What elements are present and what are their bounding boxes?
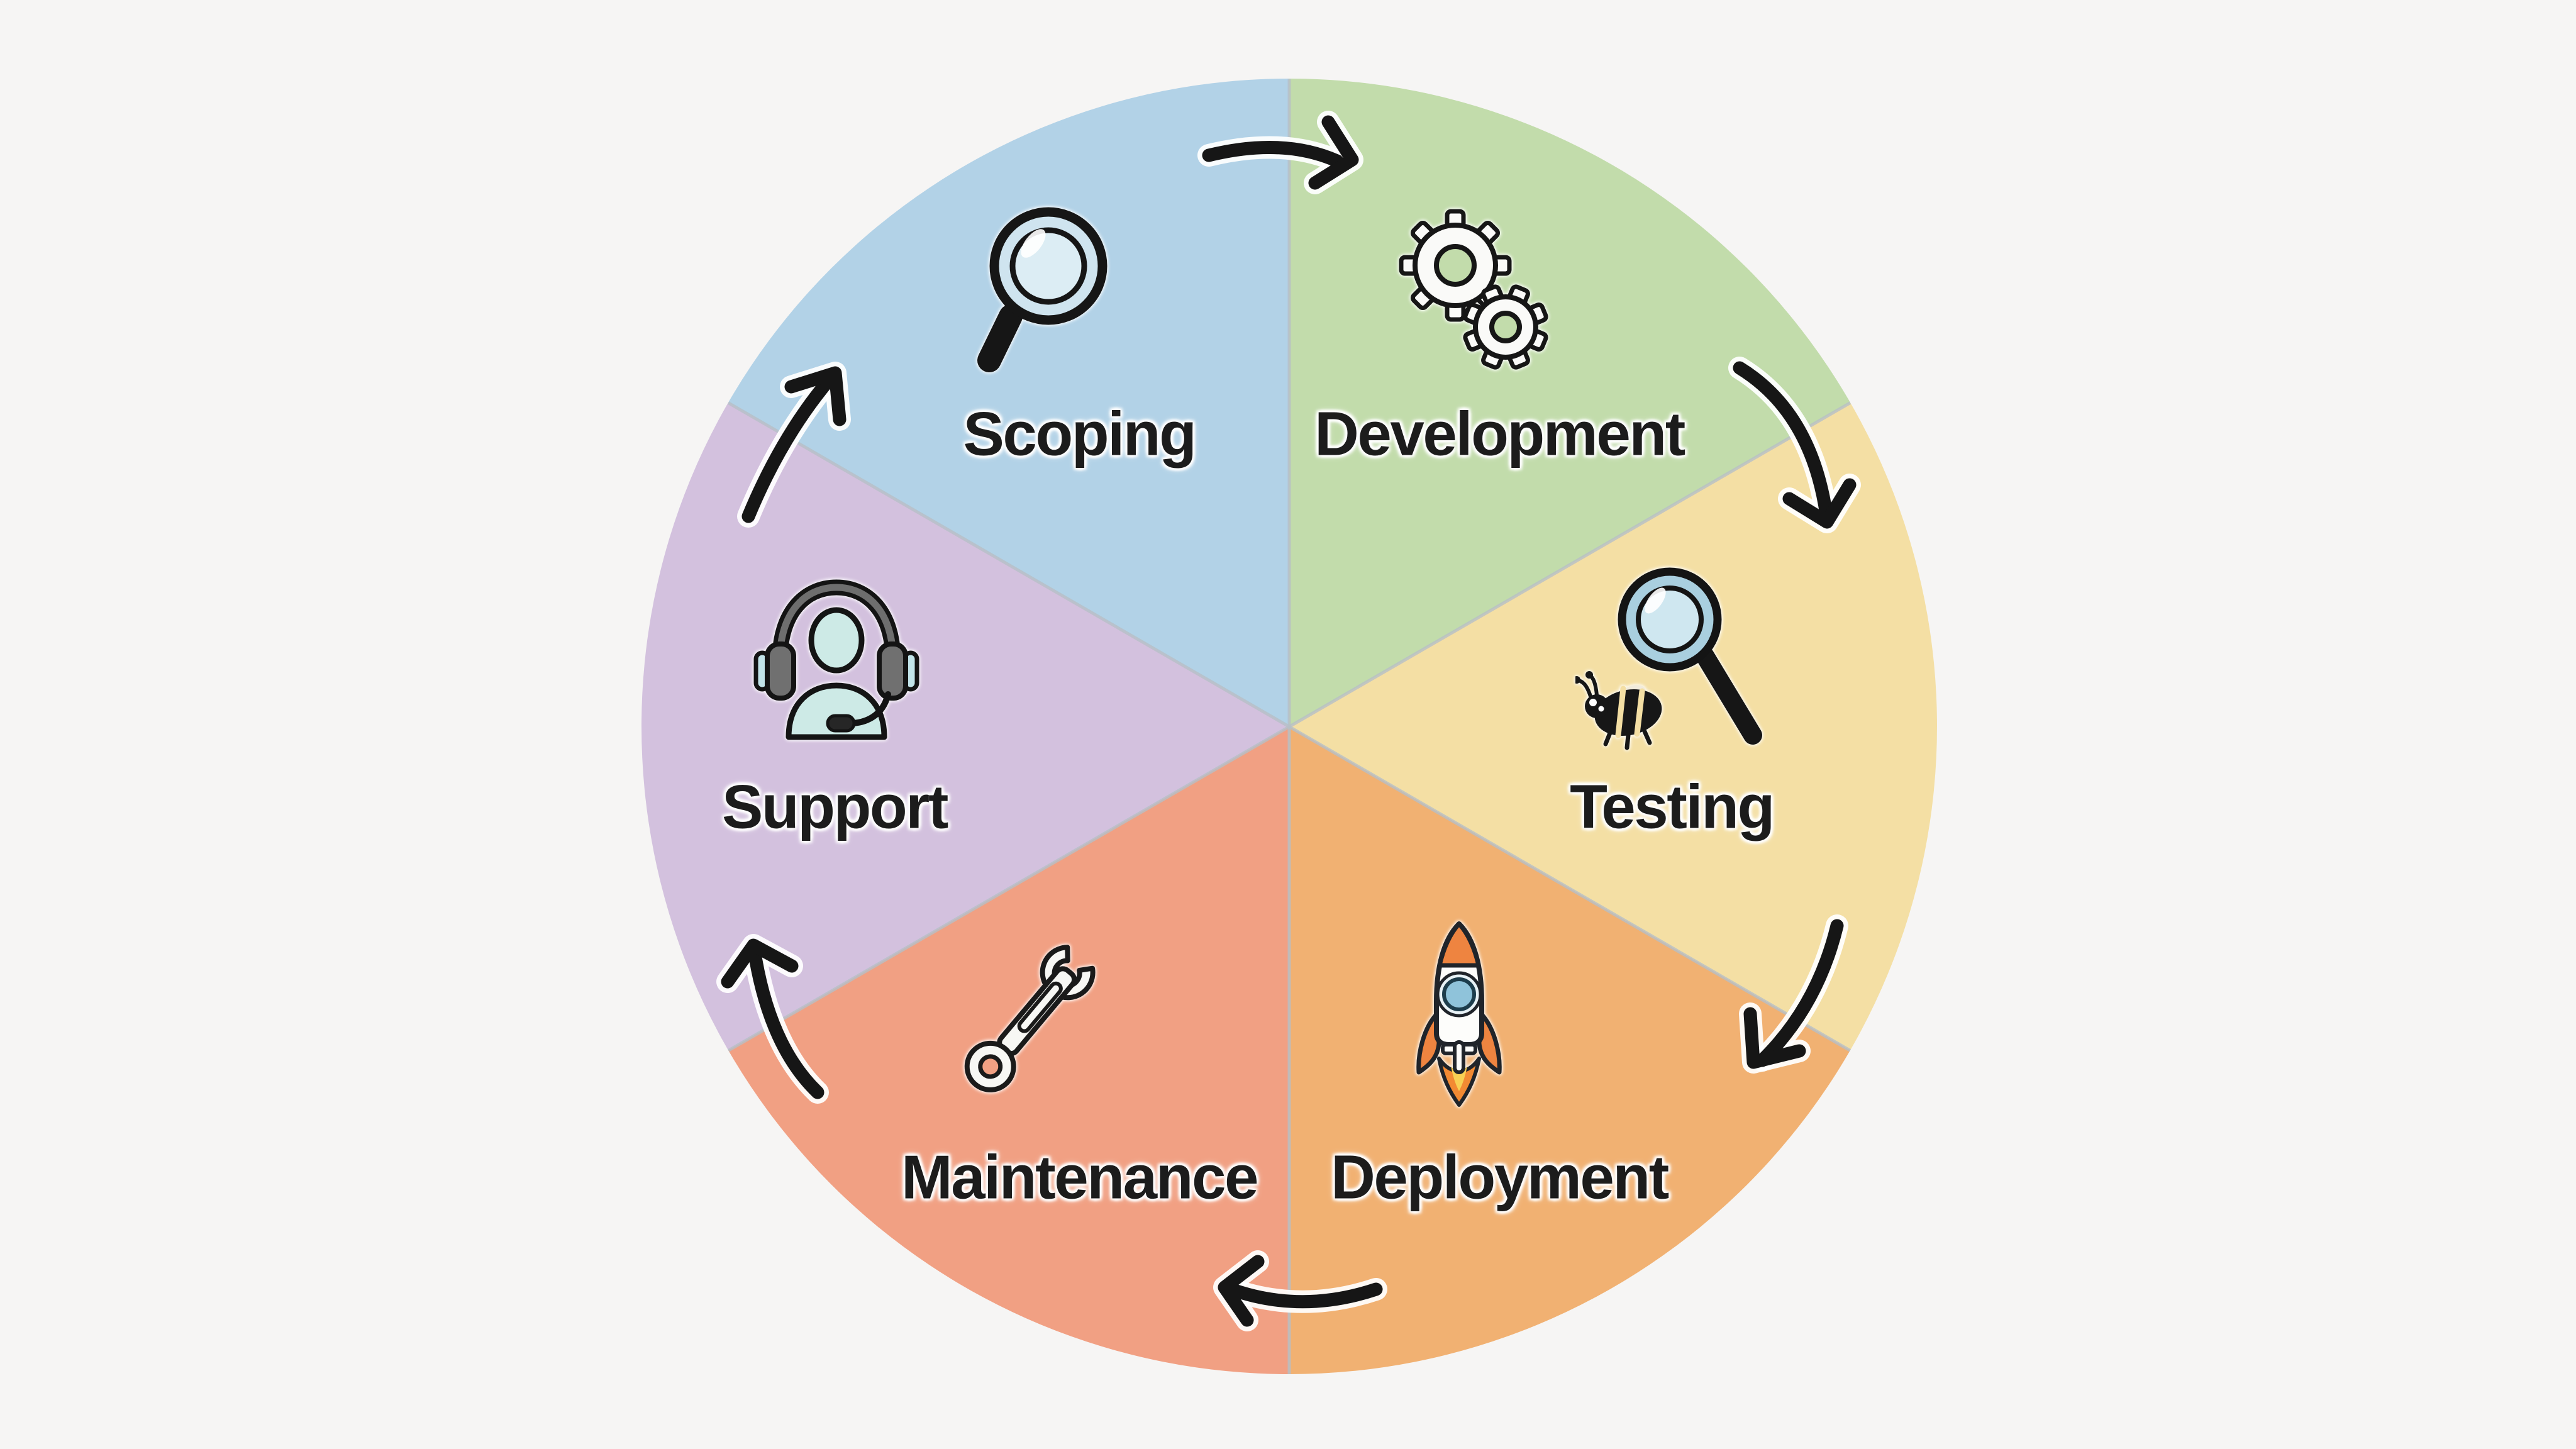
support-agent-headset-icon (753, 579, 919, 740)
stage-label-support: Support (721, 772, 949, 841)
gear-small (1463, 284, 1548, 370)
stage-label-development: Development (1314, 399, 1685, 469)
bug-icon (1575, 671, 1662, 750)
gears-icon (1399, 209, 1548, 370)
stage-label-deployment: Deployment (1331, 1142, 1669, 1212)
stage-label-maintenance: Maintenance (901, 1142, 1259, 1212)
stage-label-testing: Testing (1570, 772, 1775, 841)
wrench-icon (964, 945, 1096, 1092)
stage-label-scoping: Scoping (963, 399, 1197, 469)
gear-large (1399, 209, 1512, 322)
mic-capsule (826, 714, 856, 733)
rocket-icon (1416, 921, 1502, 1107)
magnifier-handle (1696, 647, 1762, 745)
bug-under-magnifier-icon (1575, 567, 1762, 750)
magnifier-icon (977, 207, 1108, 372)
